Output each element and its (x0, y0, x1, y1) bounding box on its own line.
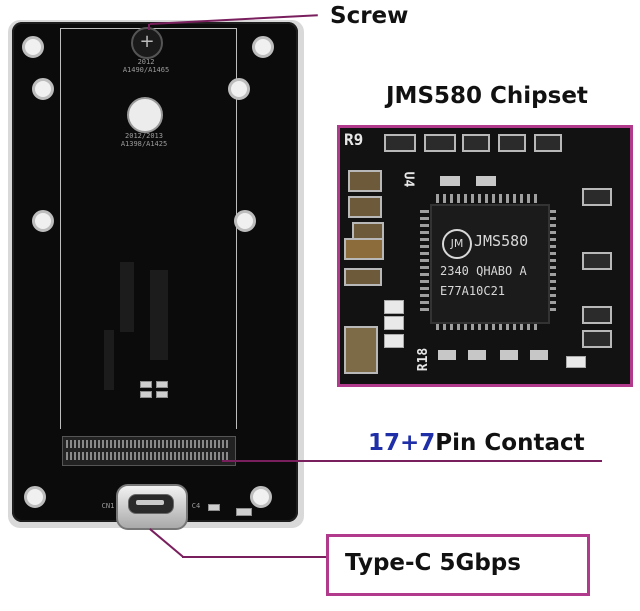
screw-label: Screw (330, 3, 409, 29)
smd-component (462, 134, 490, 152)
smd-pad (440, 176, 460, 186)
resistor (348, 170, 382, 192)
standoff-hole (127, 97, 163, 133)
mount-hole (234, 210, 256, 232)
typec-label: Type-C 5Gbps (345, 550, 521, 576)
chip-marking-line2: 2340 QHABO A (440, 264, 527, 278)
silk-cn1: CN1 (101, 502, 115, 510)
smd-component (156, 391, 168, 398)
chip-pins (436, 321, 540, 330)
mount-hole (32, 210, 54, 232)
connector-pins (66, 440, 230, 448)
mount-hole (24, 486, 46, 508)
typec-label-box (326, 534, 590, 596)
chip-marking-line3: E77A10C21 (440, 284, 506, 298)
silk-c4: C4 (191, 502, 201, 510)
smd-pad (476, 176, 496, 186)
mount-hole (32, 78, 54, 100)
pcb-trace (104, 330, 114, 390)
pin-contact-text: Pin Contact (435, 430, 585, 456)
smd-component (140, 381, 152, 388)
pin-count: 17+7 (368, 430, 436, 456)
mount-hole (22, 36, 44, 58)
smd-component (424, 134, 456, 152)
resistor (344, 268, 382, 286)
smd-component (156, 381, 168, 388)
mount-hole (252, 36, 274, 58)
silk-r18: R18 (416, 347, 432, 372)
pcb-trace (150, 270, 168, 360)
chip-brand-text: JMS580 (474, 232, 529, 250)
chip-pins (436, 194, 540, 203)
typec-callout-line (149, 528, 185, 558)
smd-pad (530, 350, 548, 360)
silk-text-2: 2012/2013 A1398/A1425 (120, 132, 168, 148)
silk-u4: U4 (400, 171, 416, 188)
connector-pins (66, 452, 230, 460)
capacitor (344, 238, 384, 260)
smd-component (384, 300, 404, 314)
smd-component (384, 316, 404, 330)
pin-contact-label: 17+7Pin Contact (368, 430, 585, 456)
smd-component (582, 188, 612, 206)
smd-component (208, 504, 220, 511)
smd-pad (500, 350, 518, 360)
ssd-slot-outline (60, 28, 237, 429)
silk-r9: R9 (344, 130, 364, 149)
smd-component (582, 252, 612, 270)
smd-pad (438, 350, 456, 360)
typec-callout-line (182, 556, 326, 558)
screw-callout-line (148, 24, 150, 30)
smd-component (140, 391, 152, 398)
usb-c-tongue (136, 500, 164, 505)
screw-icon: + (131, 27, 163, 59)
smd-component (498, 134, 526, 152)
smd-component (566, 356, 586, 368)
smd-component (236, 508, 252, 516)
smd-component (384, 334, 404, 348)
capacitor (344, 326, 378, 374)
pin-callout-line (222, 460, 602, 462)
smd-component (534, 134, 562, 152)
smd-component (384, 134, 416, 152)
mount-hole (228, 78, 250, 100)
smd-pad (468, 350, 486, 360)
jmicron-logo-icon: JM (442, 229, 472, 259)
pcb-trace (120, 262, 134, 332)
chipset-label: JMS580 Chipset (386, 83, 588, 109)
jms580-chip (430, 204, 550, 324)
resistor (348, 196, 382, 218)
smd-component (582, 330, 612, 348)
smd-component (582, 306, 612, 324)
chip-pins (547, 210, 556, 314)
chip-pins (420, 210, 429, 314)
mount-hole (250, 486, 272, 508)
silk-text-1: 2012 A1490/A1465 (122, 58, 170, 74)
